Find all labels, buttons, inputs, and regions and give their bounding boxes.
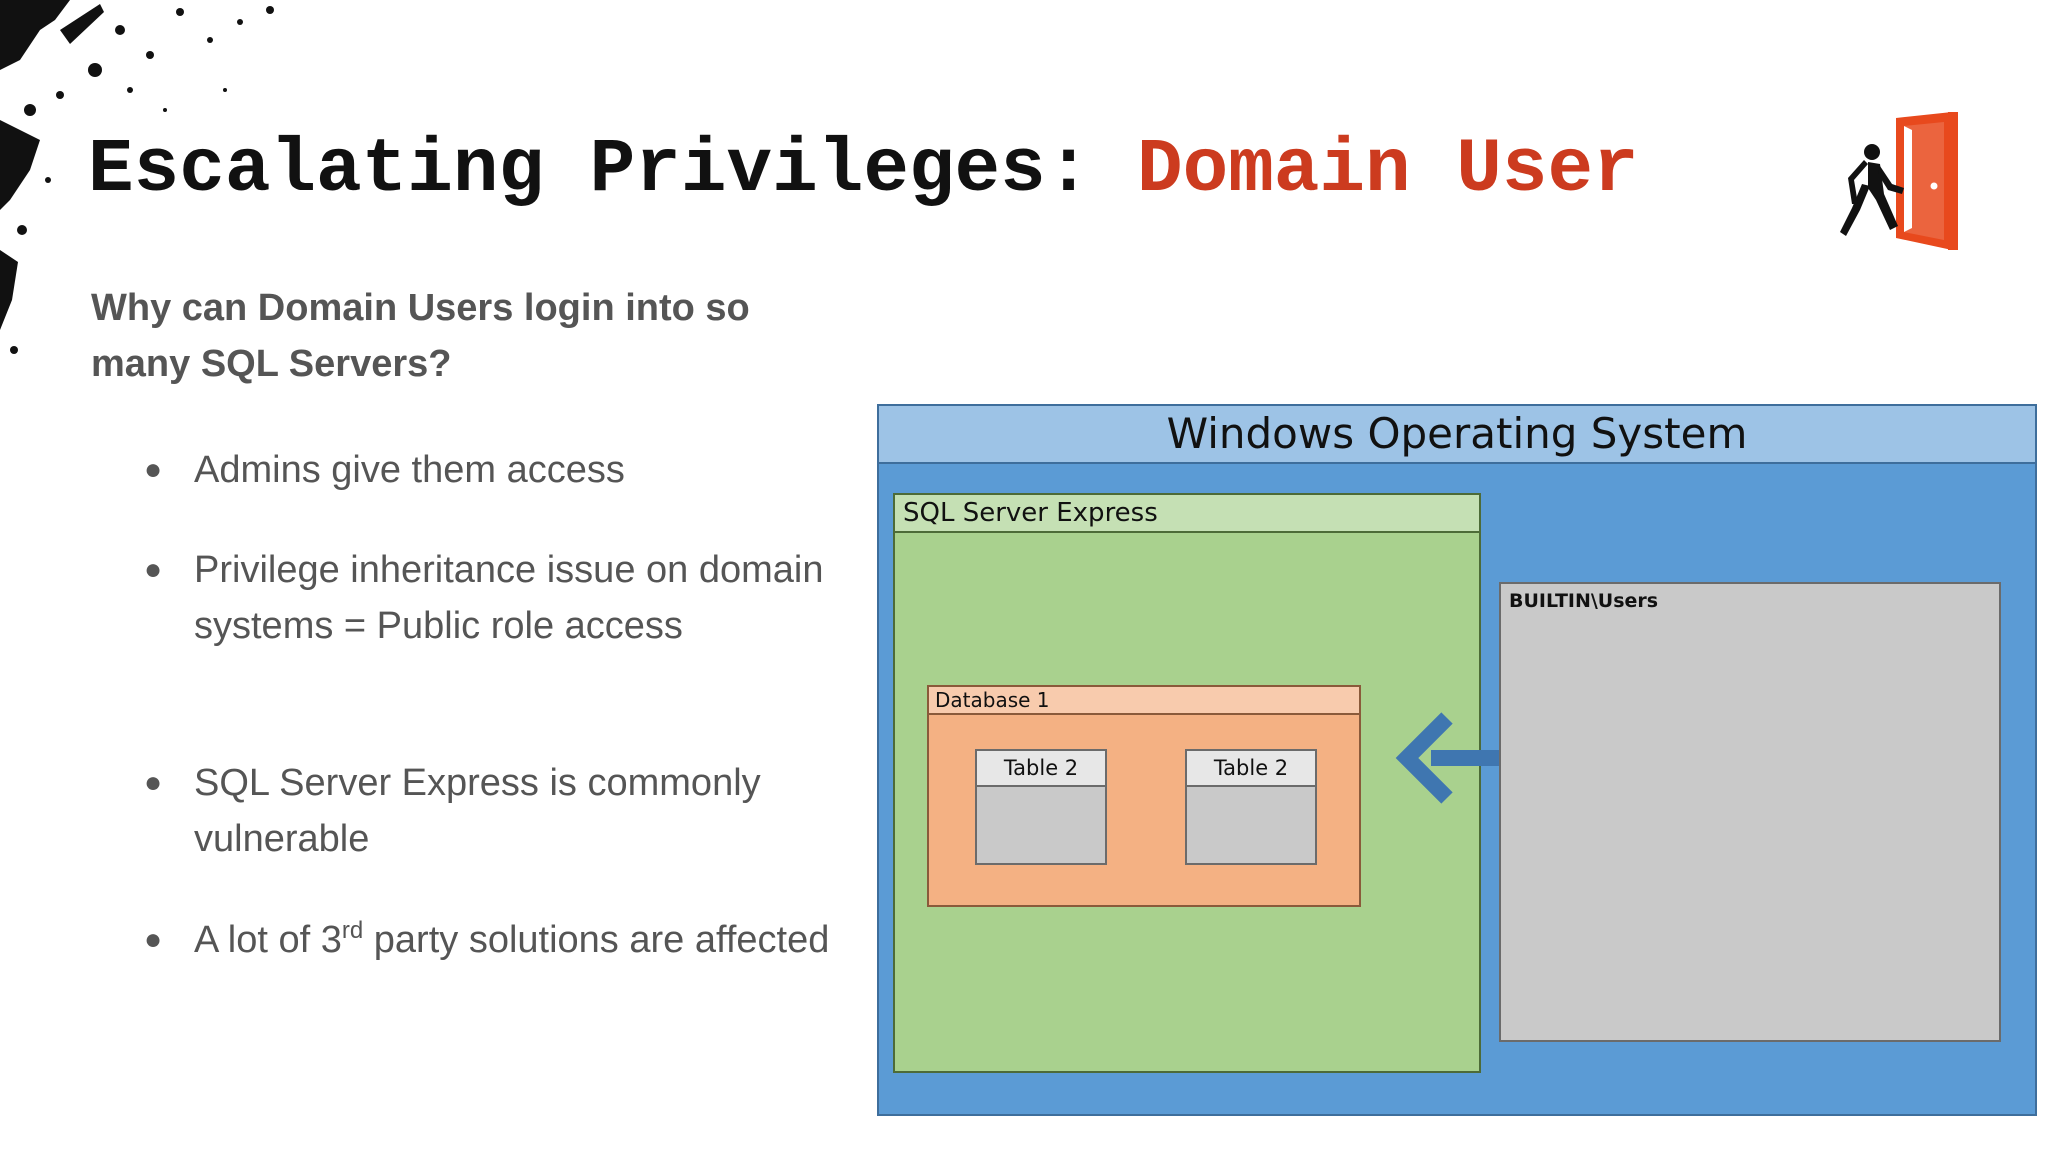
database-box: Database 1 Table 2 Table 2 bbox=[927, 685, 1361, 907]
bullet-item: ● SQL Server Express is commonly vulnera… bbox=[140, 755, 860, 867]
bullet-item: ● Admins give them access bbox=[140, 442, 860, 498]
bullet-text: A lot of 3rd party solutions are affecte… bbox=[194, 912, 860, 968]
windows-os-diagram: Windows Operating System SQL Server Expr… bbox=[877, 404, 2037, 1116]
title-main: Escalating Privileges: bbox=[88, 127, 1137, 213]
builtin-users-label: BUILTIN\Users bbox=[1509, 590, 1659, 612]
database-header: Database 1 bbox=[929, 687, 1359, 715]
bullet-text-pre: A lot of 3 bbox=[194, 919, 342, 961]
ink-splatter-decoration bbox=[0, 0, 274, 354]
builtin-users-box: BUILTIN\Users bbox=[1499, 582, 2001, 1042]
table-header: Table 2 bbox=[1187, 751, 1315, 787]
arrow-left-icon bbox=[1395, 712, 1501, 804]
table-header: Table 2 bbox=[977, 751, 1105, 787]
bullet-dot-icon: ● bbox=[144, 766, 163, 799]
bullet-text: Admins give them access bbox=[194, 449, 625, 491]
slide-title: Escalating Privileges: Domain User bbox=[88, 120, 1639, 220]
table-box: Table 2 bbox=[975, 749, 1107, 865]
table-box: Table 2 bbox=[1185, 749, 1317, 865]
person-exiting-door-icon bbox=[1840, 112, 1958, 250]
slide-question: Why can Domain Users login into so many … bbox=[91, 287, 750, 385]
bullet-item: ● A lot of 3rd party solutions are affec… bbox=[140, 912, 860, 968]
bullet-text: Privilege inheritance issue on domain sy… bbox=[194, 549, 824, 647]
bullet-dot-icon: ● bbox=[144, 553, 163, 586]
bullet-dot-icon: ● bbox=[144, 923, 163, 956]
title-accent: Domain User bbox=[1136, 127, 1639, 213]
sql-server-express-box: SQL Server Express Database 1 Table 2 Ta… bbox=[893, 493, 1481, 1073]
os-header: Windows Operating System bbox=[879, 406, 2035, 464]
bullet-text: SQL Server Express is commonly vulnerabl… bbox=[194, 762, 761, 860]
bullet-text-post: party solutions are affected bbox=[363, 919, 830, 961]
bullet-dot-icon: ● bbox=[144, 453, 163, 486]
bullet-item: ● Privilege inheritance issue on domain … bbox=[140, 542, 860, 654]
bullet-text-sup: rd bbox=[341, 917, 364, 944]
sql-server-header: SQL Server Express bbox=[895, 495, 1479, 533]
